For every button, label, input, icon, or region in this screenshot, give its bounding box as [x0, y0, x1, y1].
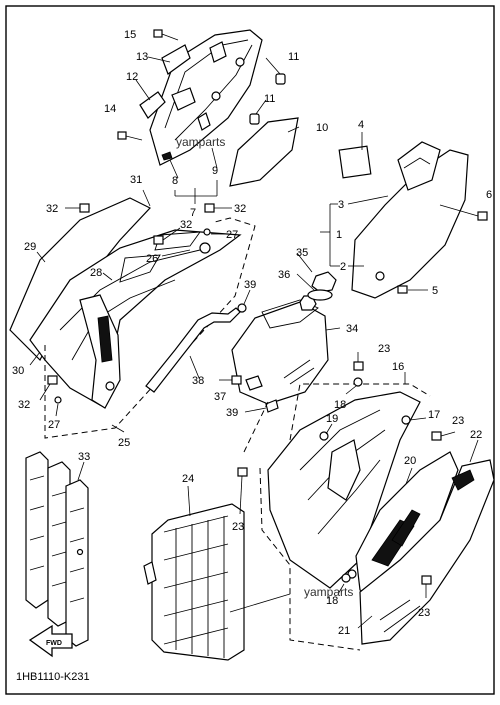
reservoir-tank-assembly	[231, 271, 337, 405]
bolt-32-d	[39, 375, 58, 401]
right-shroud-assembly	[267, 391, 495, 645]
shroud-inner-28	[79, 294, 121, 409]
callout-31: 31	[130, 174, 142, 186]
bolt-14	[117, 131, 143, 141]
callout-28: 28	[90, 267, 102, 279]
callout-18-upper: 18	[334, 399, 346, 411]
callout-32-c: 32	[180, 219, 192, 231]
collar-18-upper	[353, 377, 363, 387]
bolt-37	[219, 375, 242, 385]
group-outline-16-a	[259, 467, 361, 651]
side-cover-pad-4	[338, 145, 372, 179]
callout-4: 4	[358, 119, 364, 131]
grommet-11-lower	[249, 113, 260, 125]
callout-23-bottom: 23	[418, 607, 430, 619]
callout-8: 8	[172, 175, 178, 187]
callout-9: 9	[212, 165, 218, 177]
shroud-decal-21	[359, 459, 495, 645]
callout-35: 35	[296, 247, 308, 259]
callout-22: 22	[470, 429, 482, 441]
shroud-30	[29, 229, 242, 406]
collar-18-lower	[341, 573, 351, 583]
callouts: 1 2 3 4 5 6 7 8 9 10 11 11 12 13 14 15 1…	[12, 29, 492, 637]
callout-39-lower: 39	[226, 407, 238, 419]
radiator-guard-24	[143, 503, 245, 661]
callout-14: 14	[104, 103, 116, 115]
callout-3: 3	[338, 199, 344, 211]
callout-11-lower: 11	[264, 93, 275, 105]
diagram-code: 1HB1110-K231	[16, 671, 90, 683]
callout-32-a: 32	[46, 203, 58, 215]
callout-18-lower: 18	[326, 595, 338, 607]
bolt-32-b	[204, 203, 232, 213]
callout-27-upper: 27	[226, 229, 238, 241]
callout-21: 21	[338, 625, 350, 637]
callout-23-top: 23	[378, 343, 390, 355]
callout-19: 19	[326, 413, 338, 425]
callout-25: 25	[118, 437, 130, 449]
callout-7: 7	[190, 207, 196, 219]
callout-12: 12	[126, 71, 138, 83]
callout-38: 38	[192, 375, 204, 387]
callout-26: 26	[146, 253, 158, 265]
bolt-23-left	[237, 467, 248, 515]
bolt-6	[439, 204, 488, 221]
seal-36	[307, 289, 333, 301]
callout-30: 30	[12, 365, 24, 377]
callout-1: 1	[336, 229, 342, 241]
callout-32-d: 32	[18, 399, 30, 411]
callout-24: 24	[182, 473, 194, 485]
plate-bracket-12	[139, 91, 166, 119]
callout-13: 13	[136, 51, 148, 63]
bolt-15	[153, 29, 179, 41]
number-plate-assembly	[139, 29, 263, 166]
clip-39-lower	[265, 399, 279, 413]
callout-17: 17	[428, 409, 440, 421]
radiator-guard-33	[25, 451, 89, 647]
bolt-5	[397, 285, 428, 294]
bolt-23-right	[431, 431, 456, 441]
callout-23-left: 23	[232, 521, 244, 533]
clip-39-upper	[237, 303, 247, 313]
callout-5: 5	[432, 285, 438, 297]
callout-2: 2	[340, 261, 346, 273]
washer-27-upper	[203, 228, 211, 236]
fwd-label: FWD	[46, 640, 62, 647]
callout-11-upper: 11	[288, 51, 299, 63]
callout-15: 15	[124, 29, 136, 41]
side-cover-assembly	[338, 141, 469, 299]
watermark-upper: yamparts	[176, 135, 225, 149]
callout-34: 34	[346, 323, 358, 335]
fwd-arrow-icon: FWD	[28, 624, 73, 658]
callout-32-b: 32	[234, 203, 246, 215]
grommet-11-upper	[275, 73, 286, 85]
callout-29: 29	[24, 241, 36, 253]
callout-16: 16	[392, 361, 404, 373]
cap-35	[311, 271, 337, 293]
left-shroud-assembly	[9, 197, 242, 409]
callout-10: 10	[316, 122, 328, 134]
callout-27-lower: 27	[48, 419, 60, 431]
callout-39-upper: 39	[244, 279, 256, 291]
number-plate-decal-10	[229, 117, 299, 187]
bolt-32-a	[65, 203, 90, 213]
callout-36: 36	[278, 269, 290, 281]
callout-20: 20	[404, 455, 416, 467]
side-cover-bracket	[397, 141, 441, 191]
bolt-23-top	[353, 352, 364, 371]
bolt-32-c	[153, 227, 181, 245]
watermark-lower: yamparts	[304, 585, 353, 599]
group-outline-25	[44, 217, 256, 439]
diagram-border	[5, 5, 495, 695]
bolt-23-bottom	[421, 575, 432, 598]
plate-bracket-13	[161, 44, 191, 75]
callout-37: 37	[214, 391, 226, 403]
callout-33: 33	[78, 451, 90, 463]
reservoir-tank-34	[231, 301, 329, 405]
callout-23-right: 23	[452, 415, 464, 427]
washer-27-lower	[54, 396, 62, 404]
callout-6: 6	[486, 189, 492, 201]
